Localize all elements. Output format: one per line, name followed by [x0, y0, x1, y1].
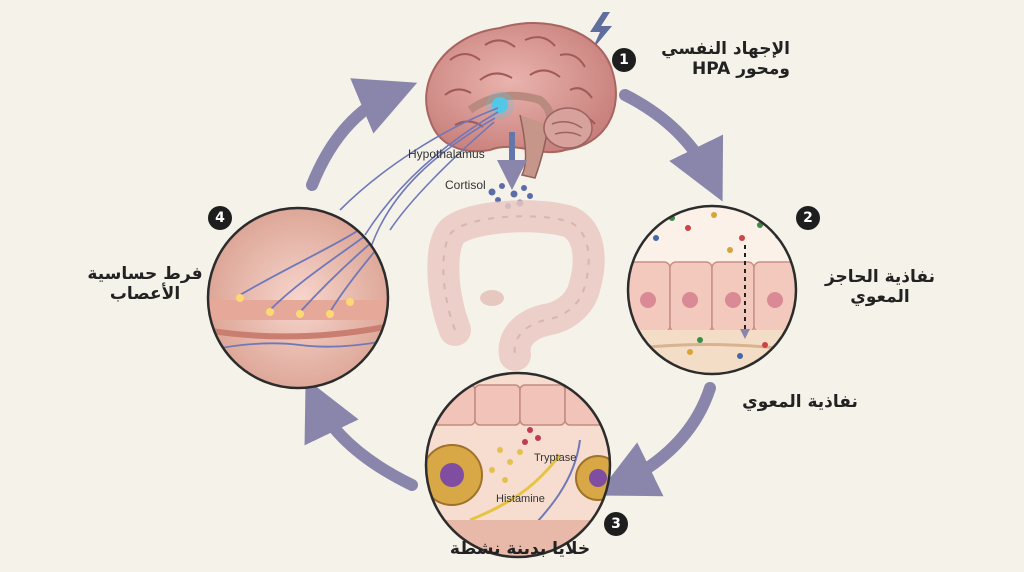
step-1-label-line2: ومحور HPA [691, 58, 790, 79]
arrow-1-to-2 [619, 89, 724, 202]
mast-cell-circle-border [424, 371, 612, 559]
nerve-fibers [339, 107, 499, 251]
arrow-2-to-3 [596, 382, 716, 497]
arrow-4-to-1 [306, 78, 418, 191]
arrow-3-to-4 [304, 378, 418, 491]
step-1-label-line1: الإجهاد النفسي [661, 39, 790, 59]
step-1-badge: 1 [612, 48, 636, 72]
histamine-label: Histamine [496, 493, 545, 505]
cycle-arrows [304, 78, 724, 497]
hypothalamus-label: Hypothalamus [408, 147, 485, 161]
lightning-icon [590, 12, 612, 50]
step-2-label: نفاذية الحاجز المعوي [810, 267, 950, 307]
step-3-label-line1: خلايا بدينة نشطة [449, 539, 591, 559]
nerve-circle-border [206, 206, 390, 390]
step-3-badge: 3 [604, 512, 628, 536]
extra-permeability-label: نفاذية المعوي [742, 392, 858, 412]
barrier-circle-border [626, 204, 798, 376]
colon-illustration [427, 200, 605, 371]
step-2-badge: 2 [796, 206, 820, 230]
cortisol-label: Cortisol [445, 178, 486, 192]
step-4-badge: 4 [208, 206, 232, 230]
tryptase-label: Tryptase [534, 452, 577, 464]
step-4-label-line1: فرط حساسية [87, 264, 203, 284]
barrier-circle [628, 206, 796, 374]
brain-illustration [425, 22, 617, 179]
step-4-label: فرط حساسية الأعصاب [80, 264, 210, 304]
step-2-label-line2: المعوي [850, 286, 910, 307]
step-3-label: خلايا بدينة نشطة [430, 539, 610, 560]
step-2-label-line1: نفاذية الحاجز [824, 267, 935, 287]
step-1-label: الإجهاد النفسي ومحور HPA [640, 39, 790, 79]
step-4-label-line2: الأعصاب [109, 283, 181, 304]
